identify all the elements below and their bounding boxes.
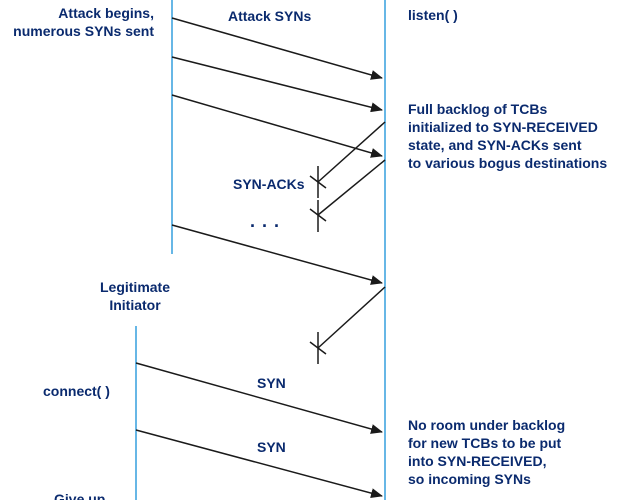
syn-ack-line [317, 286, 386, 349]
legit-initiator-line: Initiator [109, 297, 161, 313]
attack-syn-arrow [171, 17, 383, 80]
attack-begins-line: Attack begins, [58, 5, 154, 21]
syn-ack-line [317, 159, 386, 216]
legit-syn-arrow [135, 362, 383, 434]
no-room-line: so incoming SYNs [408, 471, 531, 487]
no-room-line: No room under backlog [408, 417, 566, 433]
syn-ack-terminator-cross [309, 208, 327, 222]
legitimate-initiator-label: Legitimate Initiator [90, 278, 180, 314]
syn-label-1: SYN [257, 375, 286, 391]
attack-begins-label: Attack begins, numerous SYNs sent [13, 4, 154, 40]
no-room-label: No room under backlog for new TCBs to be… [408, 416, 565, 488]
full-backlog-line: initialized to SYN-RECEIVED [408, 119, 598, 135]
attack-syns-label: Attack SYNs [228, 8, 312, 24]
listen-label: listen( ) [408, 7, 458, 23]
attack-syn-arrow [171, 56, 383, 113]
syn-acks-label: SYN-ACKs [233, 176, 305, 192]
attack-syn-arrow [171, 94, 383, 158]
full-backlog-line: state, and SYN-ACKs sent [408, 137, 582, 153]
syn-ack-terminator-cross [309, 341, 327, 355]
give-up-label: Give up [54, 491, 106, 500]
full-backlog-line: to various bogus destinations [408, 155, 608, 171]
no-room-line: into SYN-RECEIVED, [408, 453, 547, 469]
ellipsis-label: . . . [250, 211, 281, 231]
no-room-line: for new TCBs to be put [408, 435, 562, 451]
attack-syn-arrow [171, 224, 383, 285]
syn-ack-terminator-cross [309, 175, 327, 189]
attack-begins-line: numerous SYNs sent [13, 23, 154, 39]
syn-label-2: SYN [257, 439, 286, 455]
connect-label: connect( ) [43, 383, 110, 399]
full-backlog-label: Full backlog of TCBs initialized to SYN-… [408, 100, 607, 172]
legit-initiator-line: Legitimate [99, 279, 170, 295]
full-backlog-line: Full backlog of TCBs [408, 101, 548, 117]
legit-syn-arrow [135, 429, 383, 498]
syn-ack-line [317, 121, 386, 183]
